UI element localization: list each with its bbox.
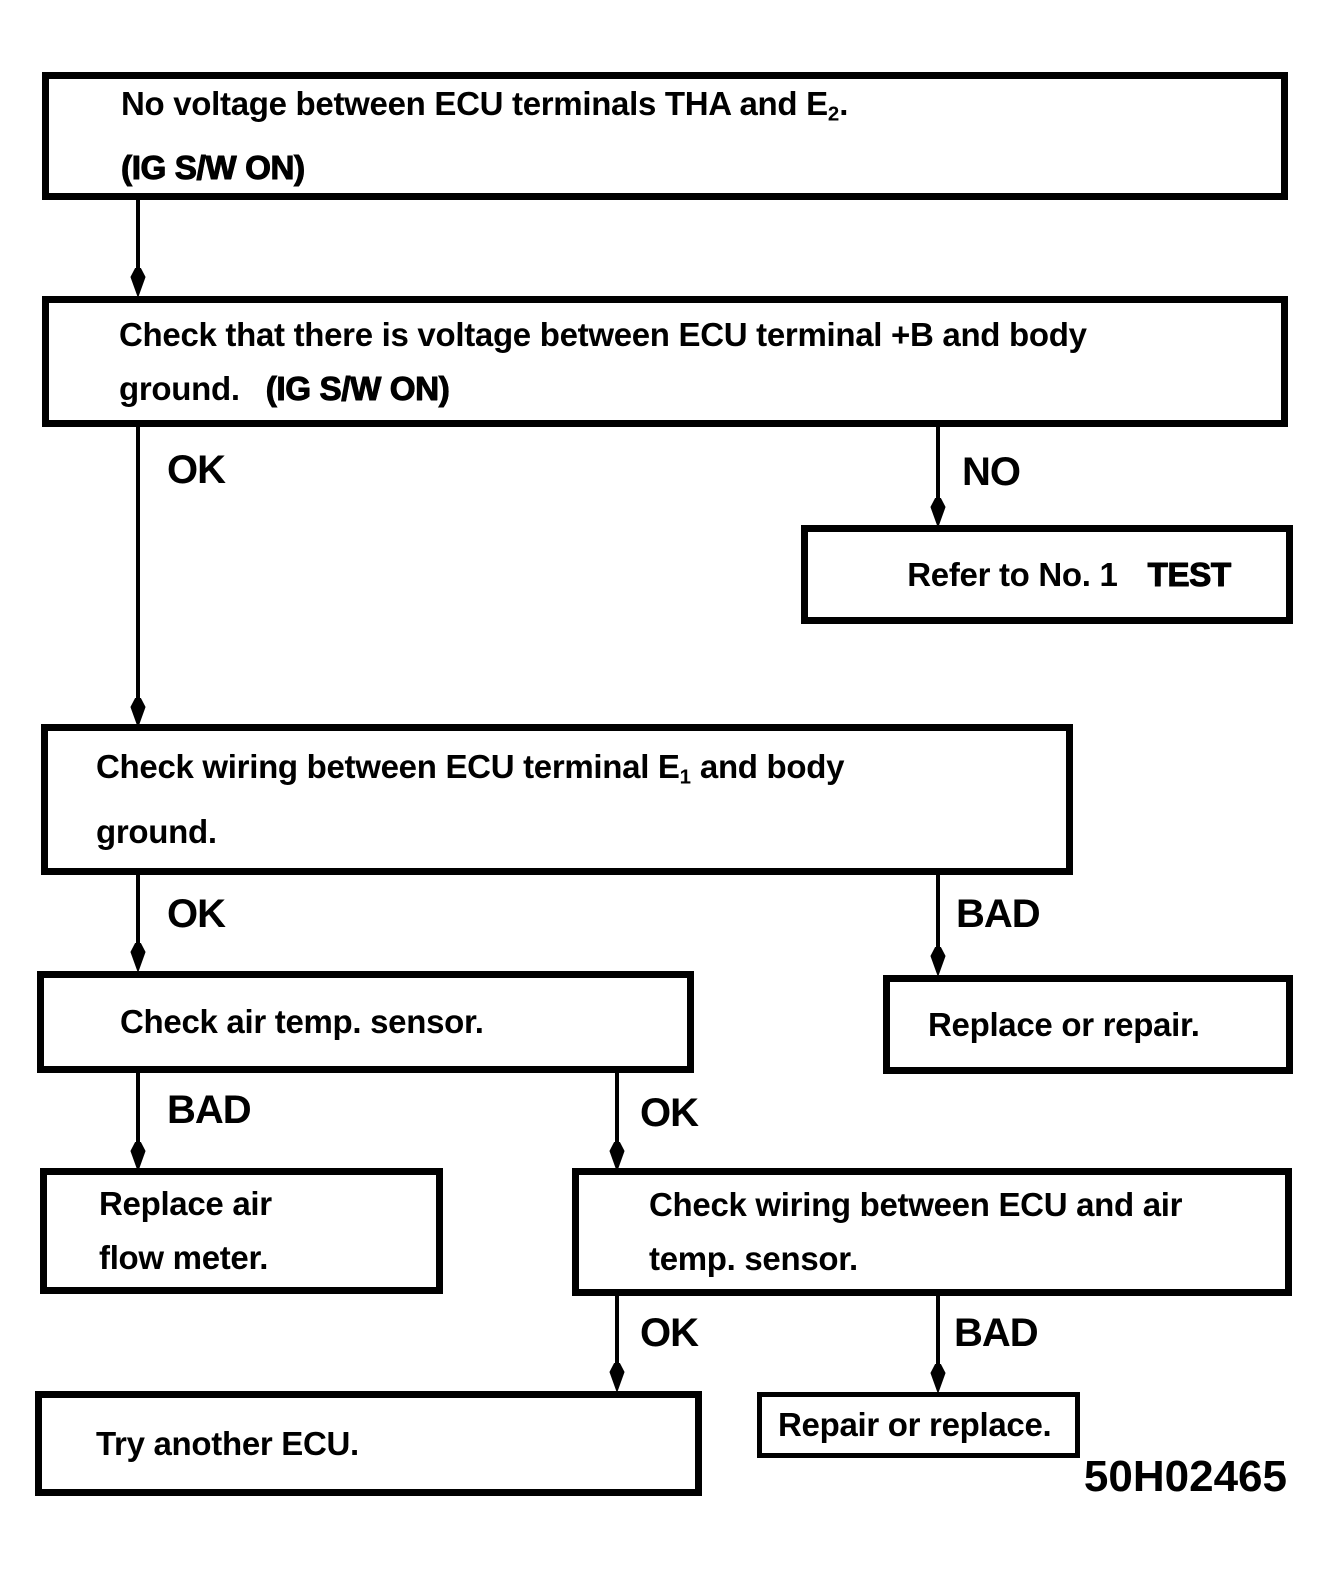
- box-text-line: ground.(IG S/W ON): [119, 369, 450, 407]
- box-text-line: Check wiring between ECU terminal E1 and…: [96, 748, 845, 789]
- edge-label-ok-3: OK: [640, 1091, 699, 1135]
- box-text-line: Check air temp. sensor.: [120, 1003, 484, 1040]
- edge-label-bad-3: BAD: [167, 1088, 252, 1132]
- flow-box-no-voltage-tha-e2: No voltage between ECU terminals THA and…: [42, 72, 1288, 200]
- box-text-line: Replace air: [99, 1185, 272, 1222]
- flow-box-replace-or-repair: Replace or repair.: [883, 975, 1293, 1074]
- arrow-down-icon: [930, 947, 946, 977]
- arrow-down-icon: [609, 1363, 625, 1393]
- flow-box-repair-or-replace: Repair or replace.: [757, 1392, 1080, 1458]
- connector-line: [936, 1290, 940, 1370]
- arrow-down-icon: [930, 1364, 946, 1394]
- arrow-down-icon: [930, 498, 946, 528]
- box-text-line: Try another ECU.: [96, 1424, 359, 1462]
- box-text-line: (IG S/W ON): [121, 149, 306, 187]
- box-text-line: temp. sensor.: [649, 1240, 858, 1277]
- flow-box-check-plus-b-voltage: Check that there is voltage between ECU …: [42, 296, 1288, 427]
- edge-label-no-1: NO: [962, 450, 1021, 494]
- flow-box-check-air-temp-sensor: Check air temp. sensor.: [37, 971, 694, 1073]
- box-text-line: No voltage between ECU terminals THA and…: [121, 84, 849, 126]
- connector-line: [136, 420, 140, 704]
- flow-box-try-another-ecu: Try another ECU.: [35, 1391, 702, 1496]
- connector-line: [136, 870, 140, 949]
- edge-label-ok-2: OK: [167, 892, 226, 936]
- edge-label-bad-4: BAD: [954, 1311, 1039, 1355]
- edge-label-ok-1: OK: [167, 448, 226, 492]
- box-text-line: Repair or replace.: [778, 1405, 1052, 1443]
- connector-line: [615, 1290, 619, 1369]
- arrow-down-icon: [130, 943, 146, 973]
- subscript: 2: [827, 102, 840, 126]
- box-text-line: Check wiring between ECU and air: [649, 1186, 1183, 1223]
- connector-line: [136, 1068, 140, 1146]
- connector-line: [615, 1068, 619, 1146]
- box-text-line: Replace or repair.: [928, 1005, 1200, 1043]
- box-text-line: flow meter.: [99, 1239, 269, 1276]
- connector-line: [136, 197, 140, 274]
- subscript: 1: [679, 765, 692, 789]
- flow-box-check-e1-wiring: Check wiring between ECU terminal E1 and…: [41, 724, 1073, 875]
- connector-line: [936, 420, 940, 504]
- edge-label-ok-4: OK: [640, 1311, 699, 1355]
- flow-box-replace-air-flow-meter: Replace air flow meter.: [40, 1168, 443, 1294]
- test-emphasis: TEST: [1147, 555, 1231, 593]
- edge-label-bad-2: BAD: [956, 892, 1041, 936]
- arrow-down-icon: [130, 268, 146, 298]
- flow-box-check-wiring-ecu-air-temp: Check wiring between ECU and air temp. s…: [572, 1168, 1292, 1296]
- box-text-line: ground.: [96, 812, 217, 850]
- connector-line: [936, 870, 940, 953]
- box-text-line: Check that there is voltage between ECU …: [119, 315, 1087, 353]
- figure-code: 50H02465: [1083, 1452, 1287, 1501]
